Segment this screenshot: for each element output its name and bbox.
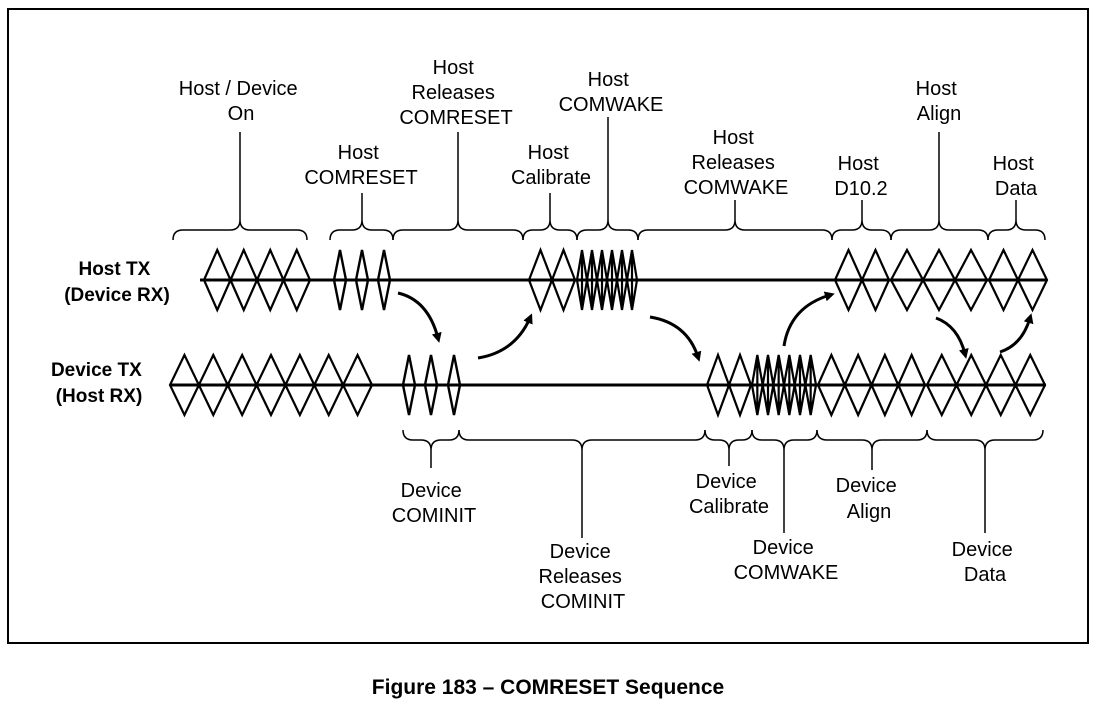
signal-stroke bbox=[401, 354, 462, 416]
brace-device-cominit bbox=[402, 429, 460, 451]
signal-stroke bbox=[168, 352, 374, 418]
handshake-arrows bbox=[397, 291, 1034, 362]
signal-stroke bbox=[889, 247, 989, 313]
brace-device-releases-cominit bbox=[458, 429, 706, 451]
comreset-sequence-diagram: Host TX (Device RX) Device TX (Host RX) … bbox=[51, 57, 1049, 613]
figure-caption: Figure 183 – COMRESET Sequence bbox=[371, 676, 725, 699]
device-cominit-burst bbox=[401, 354, 462, 416]
brace-host-releases-comreset bbox=[392, 219, 524, 241]
signal-stroke bbox=[527, 246, 577, 314]
arrow-comwake-to-device-calibrate bbox=[649, 315, 702, 362]
event-labels: Host / Device On Host COMRESET Host Rele… bbox=[179, 57, 1040, 613]
host-d10-2-signal bbox=[833, 247, 891, 313]
host-comwake-burst bbox=[575, 249, 639, 311]
brace-host-data bbox=[987, 219, 1046, 241]
device-align-signal bbox=[816, 352, 927, 418]
label-device-data: Device Data bbox=[952, 539, 1019, 586]
signal-stroke bbox=[816, 352, 927, 418]
brace-host-releases-comwake bbox=[637, 219, 833, 241]
label-device-comwake: Device COMWAKE bbox=[734, 537, 839, 584]
host-power-on-signal bbox=[202, 247, 312, 313]
arrow-cominit-to-calibrate bbox=[477, 313, 533, 360]
arrow-host-align-to-device-data bbox=[935, 316, 969, 359]
device-power-on-signal bbox=[168, 352, 374, 418]
lane-host-label: Host TX (Device RX) bbox=[64, 259, 170, 306]
host-calibrate-signal bbox=[527, 246, 577, 314]
timing-braces bbox=[172, 117, 1046, 538]
signal-stroke bbox=[750, 354, 818, 416]
host-comreset-burst bbox=[332, 249, 392, 311]
label-host-comwake: Host COMWAKE bbox=[559, 69, 664, 116]
brace-device-align bbox=[816, 429, 928, 451]
arrow-device-data-to-host-data bbox=[999, 313, 1034, 354]
brace-host-d10-2 bbox=[831, 219, 892, 241]
brace-host-comreset bbox=[329, 219, 394, 241]
label-device-calibrate: Device Calibrate bbox=[689, 471, 769, 518]
signal-stroke bbox=[987, 247, 1049, 313]
label-device-align: Device Align bbox=[836, 475, 903, 523]
label-host-calibrate: Host Calibrate bbox=[511, 142, 591, 189]
lane-labels: Host TX (Device RX) Device TX (Host RX) bbox=[51, 259, 170, 407]
label-device-cominit: Device COMINIT bbox=[392, 480, 476, 527]
label-host-comreset: Host COMRESET bbox=[304, 142, 417, 189]
signal-stroke bbox=[575, 249, 639, 311]
device-comwake-burst bbox=[750, 354, 818, 416]
label-host-data: Host Data bbox=[993, 153, 1040, 200]
label-host-align: Host Align bbox=[916, 78, 963, 125]
label-host-d10-2: Host D10.2 bbox=[834, 153, 887, 200]
brace-device-data bbox=[926, 429, 1044, 451]
brace-host-device-on bbox=[172, 219, 308, 241]
brace-host-calibrate bbox=[522, 219, 578, 241]
signal-stroke bbox=[833, 247, 891, 313]
device-data-signal bbox=[925, 352, 1047, 418]
brace-host-align bbox=[890, 219, 989, 241]
label-host-releases-comwake: Host Releases COMWAKE bbox=[684, 127, 789, 199]
signal-stroke bbox=[705, 351, 753, 419]
brace-host-comwake bbox=[576, 219, 639, 241]
diagram-frame bbox=[7, 8, 1089, 644]
label-host-releases-comreset: Host Releases COMRESET bbox=[399, 57, 512, 129]
signal-stroke bbox=[202, 247, 312, 313]
label-device-releases-cominit: Device Releases COMINIT bbox=[539, 541, 628, 613]
arrow-device-comwake-to-d10 bbox=[782, 291, 835, 347]
brace-device-comwake bbox=[751, 429, 818, 451]
signal-stroke bbox=[925, 352, 1047, 418]
host-data-signal bbox=[987, 247, 1049, 313]
device-calibrate-signal bbox=[705, 351, 753, 419]
host-align-signal bbox=[889, 247, 989, 313]
lane-device-label: Device TX (Host RX) bbox=[51, 360, 147, 407]
brace-device-calibrate bbox=[704, 429, 753, 451]
label-host-device-on: Host / Device On bbox=[179, 78, 304, 125]
signal-stroke bbox=[332, 249, 392, 311]
arrow-comreset-to-cominit bbox=[397, 291, 442, 343]
